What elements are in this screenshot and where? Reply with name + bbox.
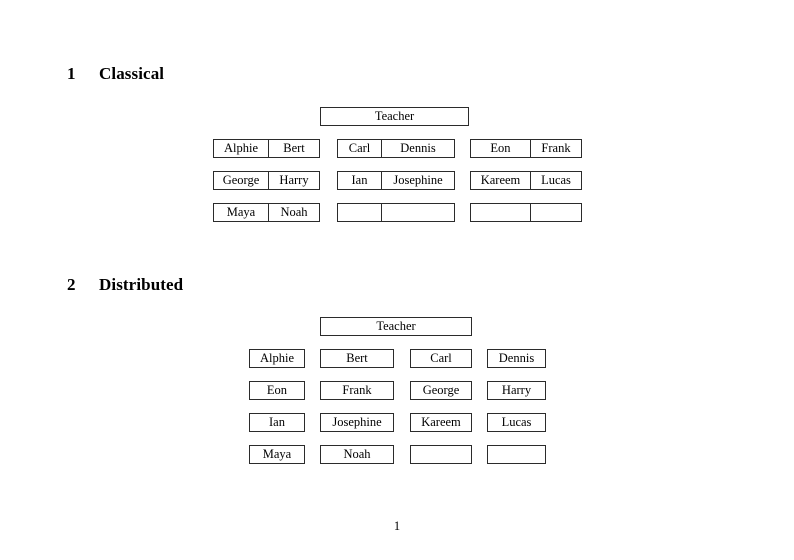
teacher-node-classical[interactable]: Teacher [320,107,469,126]
diagram-distributed: Teacher Alphie Bert Carl Dennis Eon Fran… [249,317,546,464]
section-heading-distributed: 2 Distributed [67,275,183,295]
student-cell[interactable]: Lucas [530,172,581,189]
student-cell[interactable]: Ian [351,173,368,187]
student-cell[interactable]: Eon [490,141,511,155]
student-group-b-row-1[interactable]: Carl Dennis [337,139,455,158]
student-node[interactable] [410,445,472,464]
student-node[interactable]: Alphie [249,349,305,368]
section-number: 1 [67,64,76,83]
student-cell[interactable]: Noah [268,204,319,221]
student-node[interactable]: Noah [320,445,394,464]
student-node[interactable]: Frank [320,381,394,400]
page-number: 1 [393,519,401,533]
section-title: Distributed [99,275,184,294]
student-node[interactable]: Josephine [320,413,394,432]
student-group-c-row-1[interactable]: Eon Frank [470,139,582,158]
student-node[interactable]: Lucas [487,413,546,432]
teacher-node-distributed[interactable]: Teacher [320,317,472,336]
section-number: 2 [67,275,76,294]
student-cell[interactable] [381,204,454,221]
student-cell[interactable]: Bert [268,140,319,157]
student-group-c-row-2[interactable]: Kareem Lucas [470,171,582,190]
student-group-b-row-3[interactable] [337,203,455,222]
student-cell[interactable] [530,204,581,221]
student-node[interactable]: Harry [487,381,546,400]
student-group-a-row-3[interactable]: Maya Noah [213,203,320,222]
student-node[interactable] [487,445,546,464]
student-cell[interactable]: Kareem [480,173,521,187]
student-node[interactable]: Eon [249,381,305,400]
student-node[interactable]: Dennis [487,349,546,368]
student-cell[interactable]: Frank [530,140,581,157]
student-cell[interactable]: Maya [226,205,256,219]
student-node[interactable]: Bert [320,349,394,368]
student-cell[interactable]: Carl [348,141,371,155]
student-cell[interactable]: Alphie [223,141,259,155]
student-node[interactable]: Ian [249,413,305,432]
student-node[interactable]: Carl [410,349,472,368]
student-node[interactable]: Kareem [410,413,472,432]
student-node[interactable]: Maya [249,445,305,464]
section-heading-classical: 1 Classical [67,64,164,84]
student-cell[interactable]: Josephine [381,172,454,189]
diagram-classical: Teacher Alphie Bert George Harry Maya No… [0,0,794,240]
student-group-c-row-3[interactable] [470,203,582,222]
student-cell[interactable]: Harry [268,172,319,189]
student-group-a-row-2[interactable]: George Harry [213,171,320,190]
student-cell[interactable]: Dennis [381,140,454,157]
student-group-a-row-1[interactable]: Alphie Bert [213,139,320,158]
student-group-b-row-2[interactable]: Ian Josephine [337,171,455,190]
section-title: Classical [99,64,165,83]
student-node[interactable]: George [410,381,472,400]
student-cell[interactable]: George [222,173,260,187]
